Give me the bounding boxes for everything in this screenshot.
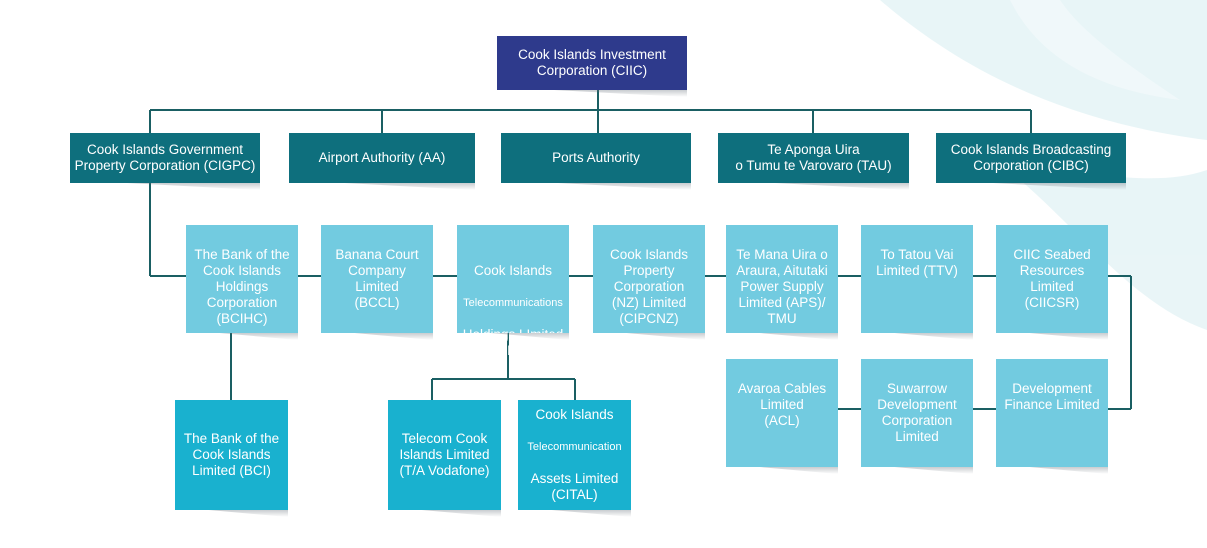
node-cipcnz: Cook Islands Property Corporation (NZ) L… bbox=[593, 225, 705, 333]
node-ciic-label: Cook Islands Investment Corporation (CII… bbox=[518, 47, 666, 78]
node-cith-label-bottom: Holdings LImited (CITH) bbox=[462, 327, 564, 358]
node-cibc-label: Cook Islands Broadcasting Corporation (C… bbox=[950, 142, 1112, 173]
node-ports-authority: Ports Authority bbox=[501, 133, 691, 183]
node-telecom-cook-islands: Telecom Cook Islands Limited (T/A Vodafo… bbox=[388, 400, 501, 510]
node-aps-tmu: Te Mana Uira o Araura, Aitutaki Power Su… bbox=[726, 225, 838, 333]
node-suwarrow: Suwarrow Development Corporation Limited bbox=[861, 359, 973, 467]
node-cital-label-mid: Telecommunication bbox=[527, 441, 622, 453]
node-cith-label-mid: Telecommunications bbox=[463, 297, 563, 309]
node-ciic: Cook Islands Investment Corporation (CII… bbox=[497, 36, 687, 90]
node-cital-label-bottom: Assets Limited (CITAL) bbox=[530, 471, 619, 502]
node-bci: The Bank of the Cook Islands Limited (BC… bbox=[175, 400, 288, 510]
node-cipcnz-label: Cook Islands Property Corporation (NZ) L… bbox=[609, 247, 689, 326]
node-cibc: Cook Islands Broadcasting Corporation (C… bbox=[936, 133, 1126, 183]
node-ports-authority-label: Ports Authority bbox=[552, 150, 640, 165]
node-ciicsr: CIIC Seabed Resources Limited (CIICSR) bbox=[996, 225, 1108, 333]
node-bccl-label: Banana Court Company Limited (BCCL) bbox=[335, 247, 419, 310]
node-cith-label-top: Cook Islands bbox=[473, 263, 553, 278]
node-cith: Cook Islands Telecommunications Holdings… bbox=[457, 225, 569, 358]
node-suwarrow-label: Suwarrow Development Corporation Limited bbox=[877, 381, 957, 444]
node-bccl: Banana Court Company Limited (BCCL) bbox=[321, 225, 433, 333]
node-airport-authority: Airport Authority (AA) bbox=[289, 133, 475, 183]
node-telecom-cook-islands-label: Telecom Cook Islands Limited (T/A Vodafo… bbox=[399, 431, 490, 478]
node-tau: Te Aponga Uira o Tumu te Varovaro (TAU) bbox=[718, 133, 909, 183]
node-ciicsr-label: CIIC Seabed Resources Limited (CIICSR) bbox=[1013, 247, 1091, 310]
node-development-finance: Development Finance Limited bbox=[996, 359, 1108, 467]
node-development-finance-label: Development Finance Limited bbox=[1004, 381, 1100, 412]
node-ttv-label: To Tatou Vai Limited (TTV) bbox=[876, 247, 958, 278]
node-tau-label: Te Aponga Uira o Tumu te Varovaro (TAU) bbox=[735, 142, 892, 173]
node-acl-label: Avaroa Cables Limited (ACL) bbox=[737, 381, 827, 428]
node-bcihc-label: The Bank of the Cook Islands Holdings Co… bbox=[194, 247, 290, 326]
node-cital: Cook Islands Telecommunication Assets Li… bbox=[518, 400, 631, 510]
node-acl: Avaroa Cables Limited (ACL) bbox=[726, 359, 838, 467]
node-bcihc: The Bank of the Cook Islands Holdings Co… bbox=[186, 225, 298, 333]
node-airport-authority-label: Airport Authority (AA) bbox=[318, 150, 446, 165]
node-ttv: To Tatou Vai Limited (TTV) bbox=[861, 225, 973, 333]
node-aps-tmu-label: Te Mana Uira o Araura, Aitutaki Power Su… bbox=[736, 247, 828, 326]
node-cital-label-top: Cook Islands bbox=[535, 407, 614, 422]
node-cigpc: Cook Islands Government Property Corpora… bbox=[70, 133, 260, 183]
node-bci-label: The Bank of the Cook Islands Limited (BC… bbox=[183, 431, 280, 478]
node-cigpc-label: Cook Islands Government Property Corpora… bbox=[74, 142, 256, 173]
